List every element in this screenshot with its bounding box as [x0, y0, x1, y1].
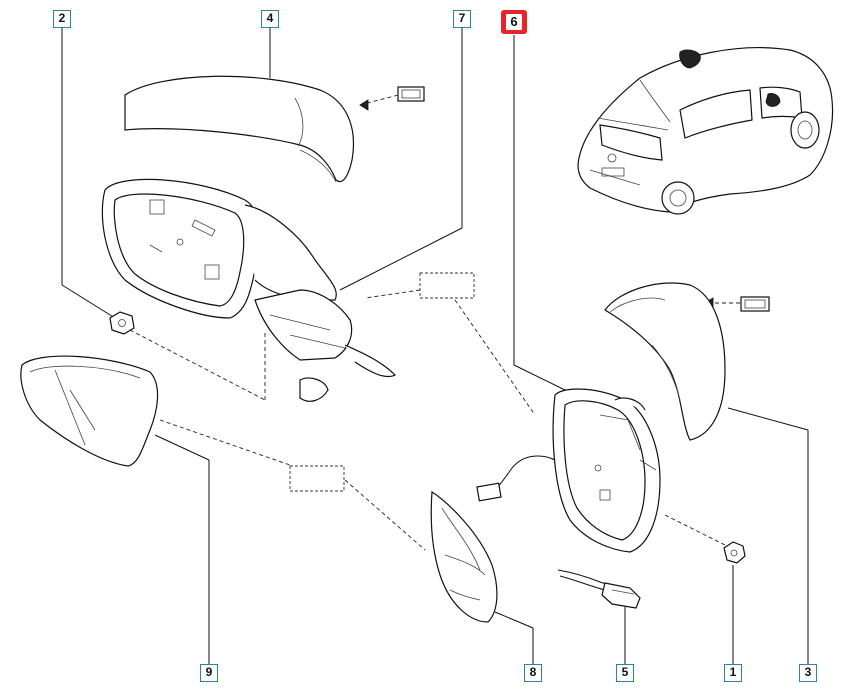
reference-box-top [419, 272, 475, 299]
car-illustration [577, 47, 834, 215]
callout-5[interactable]: 5 [616, 664, 634, 682]
callout-6-label: 6 [506, 14, 522, 30]
callout-3-label: 3 [804, 665, 812, 679]
mirror-housing [101, 178, 397, 402]
mirror-cover-lower [604, 282, 726, 441]
callout-2-label: 2 [58, 11, 66, 25]
callout-1-label: 1 [729, 665, 737, 679]
callout-5-label: 5 [621, 665, 629, 679]
callout-3[interactable]: 3 [799, 664, 817, 682]
mirror-frame-part-6 [476, 388, 661, 553]
callout-8[interactable]: 8 [524, 664, 542, 682]
callout-7[interactable]: 7 [453, 10, 471, 28]
callout-6-selected[interactable]: 6 [501, 10, 527, 34]
indicator-lens [430, 490, 498, 623]
leader-lines [61, 27, 809, 664]
mirror-glass [20, 355, 159, 467]
reference-box-bottom [289, 465, 345, 492]
callout-9[interactable]: 9 [200, 664, 218, 682]
clip-marker-right [704, 296, 770, 312]
callout-9-label: 9 [205, 665, 213, 679]
nut-part-2 [109, 311, 135, 335]
assembly-dashed-lines [129, 94, 740, 551]
callout-8-label: 8 [529, 665, 537, 679]
nut-part-1 [723, 541, 746, 564]
callout-2[interactable]: 2 [53, 10, 71, 28]
sensor-part-5 [557, 569, 641, 609]
callout-4[interactable]: 4 [261, 10, 279, 28]
clip-marker-top [359, 86, 425, 111]
callout-4-label: 4 [266, 11, 274, 25]
mirror-cover-upper [124, 75, 354, 183]
callout-7-label: 7 [458, 11, 466, 25]
callout-1[interactable]: 1 [724, 664, 742, 682]
